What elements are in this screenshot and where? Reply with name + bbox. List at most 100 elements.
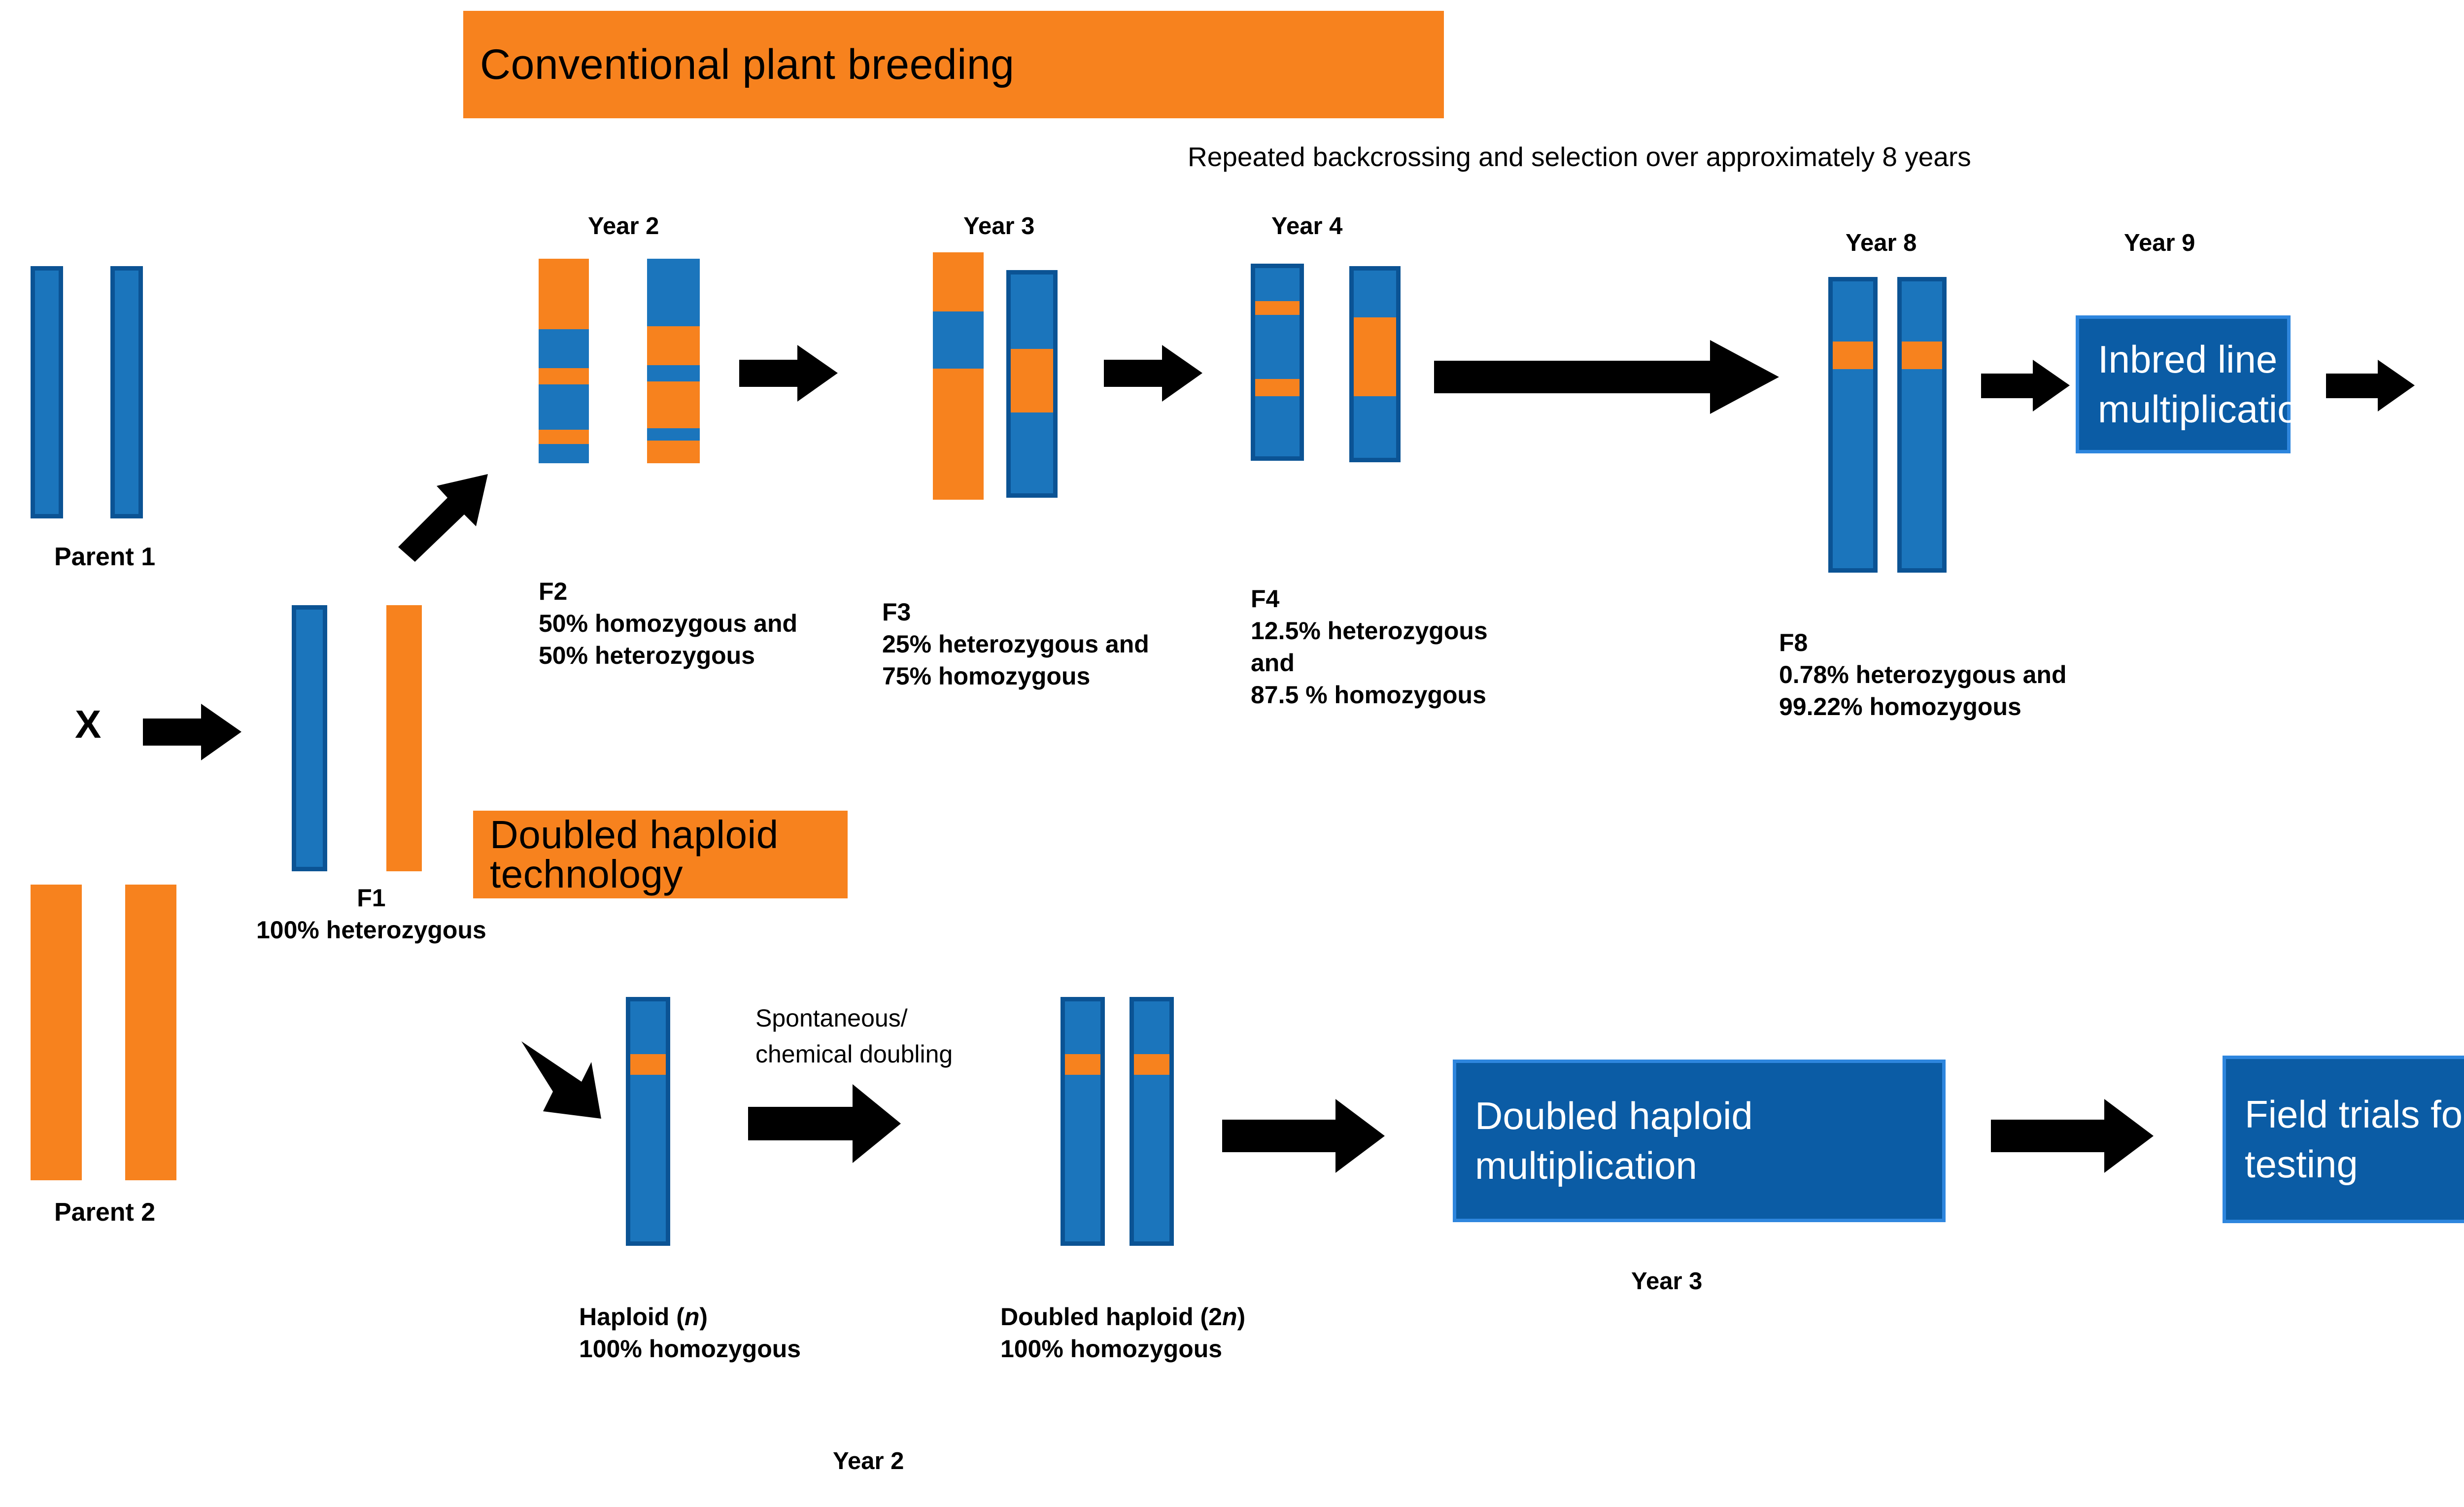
f1-chromosome-orange (386, 605, 422, 871)
f2-chromosome-b (647, 259, 700, 463)
year-label-year9: Year 9 (2124, 230, 2195, 256)
haploid-seg-orange (630, 1054, 666, 1075)
year-label-dh-year2: Year 2 (833, 1448, 904, 1474)
parent2-chromosome-a (31, 885, 82, 1180)
year-label-year3: Year 3 (963, 213, 1035, 240)
f2-a-seg-blue-3 (539, 444, 589, 463)
haploid-label: Haploid (n) 100% homozygous (579, 1301, 801, 1365)
doubling-step-line1: Spontaneous/ (755, 1004, 908, 1032)
inbred-line-multiplication-box[interactable]: Inbred line multiplication (2076, 315, 2320, 453)
arrow-f1-to-f2 (389, 463, 493, 562)
doubling-step-line2: chemical doubling (755, 1040, 953, 1068)
f4-b-seg-orange-1 (1354, 317, 1396, 396)
f2-chromosome-a (539, 259, 589, 463)
arrow-inbred-to-field-trials (2326, 360, 2415, 411)
doubled-haploid-label: Doubled haploid (2n) 100% homozygous (1000, 1301, 1245, 1365)
field-trials-dh-line2: testing (2245, 1142, 2358, 1186)
f2-b-seg-blue-1 (647, 259, 700, 326)
f4-genotype-label: F4 12.5% heterozygous and 87.5 % homozyg… (1251, 583, 1488, 711)
f3-b-seg-blue-1 (1011, 274, 1053, 349)
arrow-haploid-to-doubled (748, 1084, 901, 1163)
f3-b-seg-orange-1 (1011, 348, 1053, 412)
cross-symbol: X (75, 702, 102, 746)
doubled-haploid-n-italic: n (1222, 1303, 1237, 1331)
f2-a-seg-orange-2 (539, 368, 589, 385)
haploid-chromosome (626, 997, 670, 1246)
f4-chromosome-b (1349, 266, 1401, 462)
f3-a-seg-blue-1 (933, 311, 984, 369)
doubled-haploid-multiplication-line1: Doubled haploid (1475, 1094, 1753, 1137)
f8-chromosome-a (1828, 277, 1878, 573)
f4-composition-1: 12.5% heterozygous (1251, 617, 1488, 645)
f2-b-seg-orange-3 (647, 441, 700, 463)
arrow-f2-to-f3 (739, 345, 838, 402)
f3-a-seg-orange-1 (933, 252, 984, 312)
f4-a-seg-orange-2 (1255, 379, 1300, 396)
f3-genotype-label: F3 25% heterozygous and 75% homozygous (882, 596, 1149, 692)
field-trials-dh-box[interactable]: Field trials for trait testing (2223, 1056, 2464, 1223)
f4-name: F4 (1251, 585, 1280, 613)
f8-composition-2: 99.22% homozygous (1779, 693, 2021, 720)
doubled-haploid-multiplication-line2: multiplication (1475, 1144, 1697, 1187)
year-label-year8: Year 8 (1846, 230, 1917, 256)
f8-b-seg-orange (1902, 342, 1942, 369)
arrow-f4-to-f8 (1434, 340, 1779, 414)
f2-b-seg-blue-2 (647, 365, 700, 381)
year-label-dh-year3: Year 3 (1631, 1268, 1703, 1295)
f8-genotype-label: F8 0.78% heterozygous and 99.22% homozyg… (1779, 627, 2067, 723)
conventional-breeding-banner: Conventional plant breeding (463, 11, 1444, 118)
arrow-f3-to-f4 (1104, 345, 1202, 402)
f2-composition-1: 50% homozygous and (539, 610, 798, 637)
haploid-n-italic: n (684, 1303, 700, 1331)
inbred-line-multiplication-line2: multiplication (2098, 387, 2320, 431)
f4-composition-2: and (1251, 649, 1295, 677)
arrow-f1-to-haploid (513, 1032, 606, 1126)
arrow-multiplication-to-field-trials (1991, 1099, 2154, 1173)
f8-composition-1: 0.78% heterozygous and (1779, 661, 2067, 688)
doubled-haploid-banner-label: Doubled haploid technology (490, 813, 779, 896)
f3-chromosome-b (1006, 270, 1058, 498)
f3-chromosome-a (933, 252, 984, 500)
arrow-f8-to-inbred-box (1981, 360, 2070, 411)
doubled-haploid-chromosome-b (1129, 997, 1174, 1246)
f2-b-seg-orange-2 (647, 381, 700, 429)
parent2-label: Parent 2 (54, 1198, 156, 1227)
doubled-haploid-chromosome-a (1061, 997, 1105, 1246)
f4-a-seg-orange-1 (1255, 301, 1300, 315)
f3-b-seg-blue-2 (1011, 412, 1053, 493)
f3-a-seg-orange-2 (933, 368, 984, 500)
arrow-cross-to-f1 (143, 704, 241, 760)
doubled-haploid-banner: Doubled haploid technology (473, 811, 848, 898)
haploid-title: Haploid (n) (579, 1303, 708, 1331)
parent2-chromosome-b (125, 885, 176, 1180)
f2-name: F2 (539, 578, 568, 605)
f2-a-seg-orange-3 (539, 429, 589, 444)
f3-composition-1: 25% heterozygous and (882, 630, 1149, 658)
doubled-haploid-multiplication-box[interactable]: Doubled haploid multiplication (1453, 1060, 1946, 1222)
inbred-line-multiplication-line1: Inbred line (2098, 337, 2278, 381)
f1-composition: 100% heterozygous (256, 916, 486, 944)
f2-genotype-label: F2 50% homozygous and 50% heterozygous (539, 576, 797, 672)
f8-name: F8 (1779, 629, 1808, 656)
f8-chromosome-b (1897, 277, 1947, 573)
f4-chromosome-a (1251, 264, 1304, 461)
f2-b-seg-orange-1 (647, 326, 700, 365)
arrow-doubled-to-multiplication (1222, 1099, 1385, 1173)
f1-chromosome-blue (292, 605, 327, 871)
f3-composition-2: 75% homozygous (882, 662, 1091, 690)
f4-composition-3: 87.5 % homozygous (1251, 681, 1486, 709)
f1-name: F1 (357, 884, 386, 912)
f2-b-seg-blue-3 (647, 428, 700, 441)
conventional-breeding-banner-label: Conventional plant breeding (480, 41, 1015, 88)
backcrossing-caption: Repeated backcrossing and selection over… (1188, 141, 1971, 172)
dh-b-seg-orange (1134, 1054, 1169, 1075)
f1-genotype-label: F1 100% heterozygous (256, 882, 486, 946)
dh-a-seg-orange (1065, 1054, 1100, 1075)
doubling-step-label: Spontaneous/ chemical doubling (755, 1000, 953, 1072)
f3-name: F3 (882, 598, 911, 626)
year-label-year2: Year 2 (588, 213, 659, 240)
f8-a-seg-orange (1833, 342, 1873, 369)
parent1-label: Parent 1 (54, 543, 156, 571)
f2-composition-2: 50% heterozygous (539, 642, 755, 669)
